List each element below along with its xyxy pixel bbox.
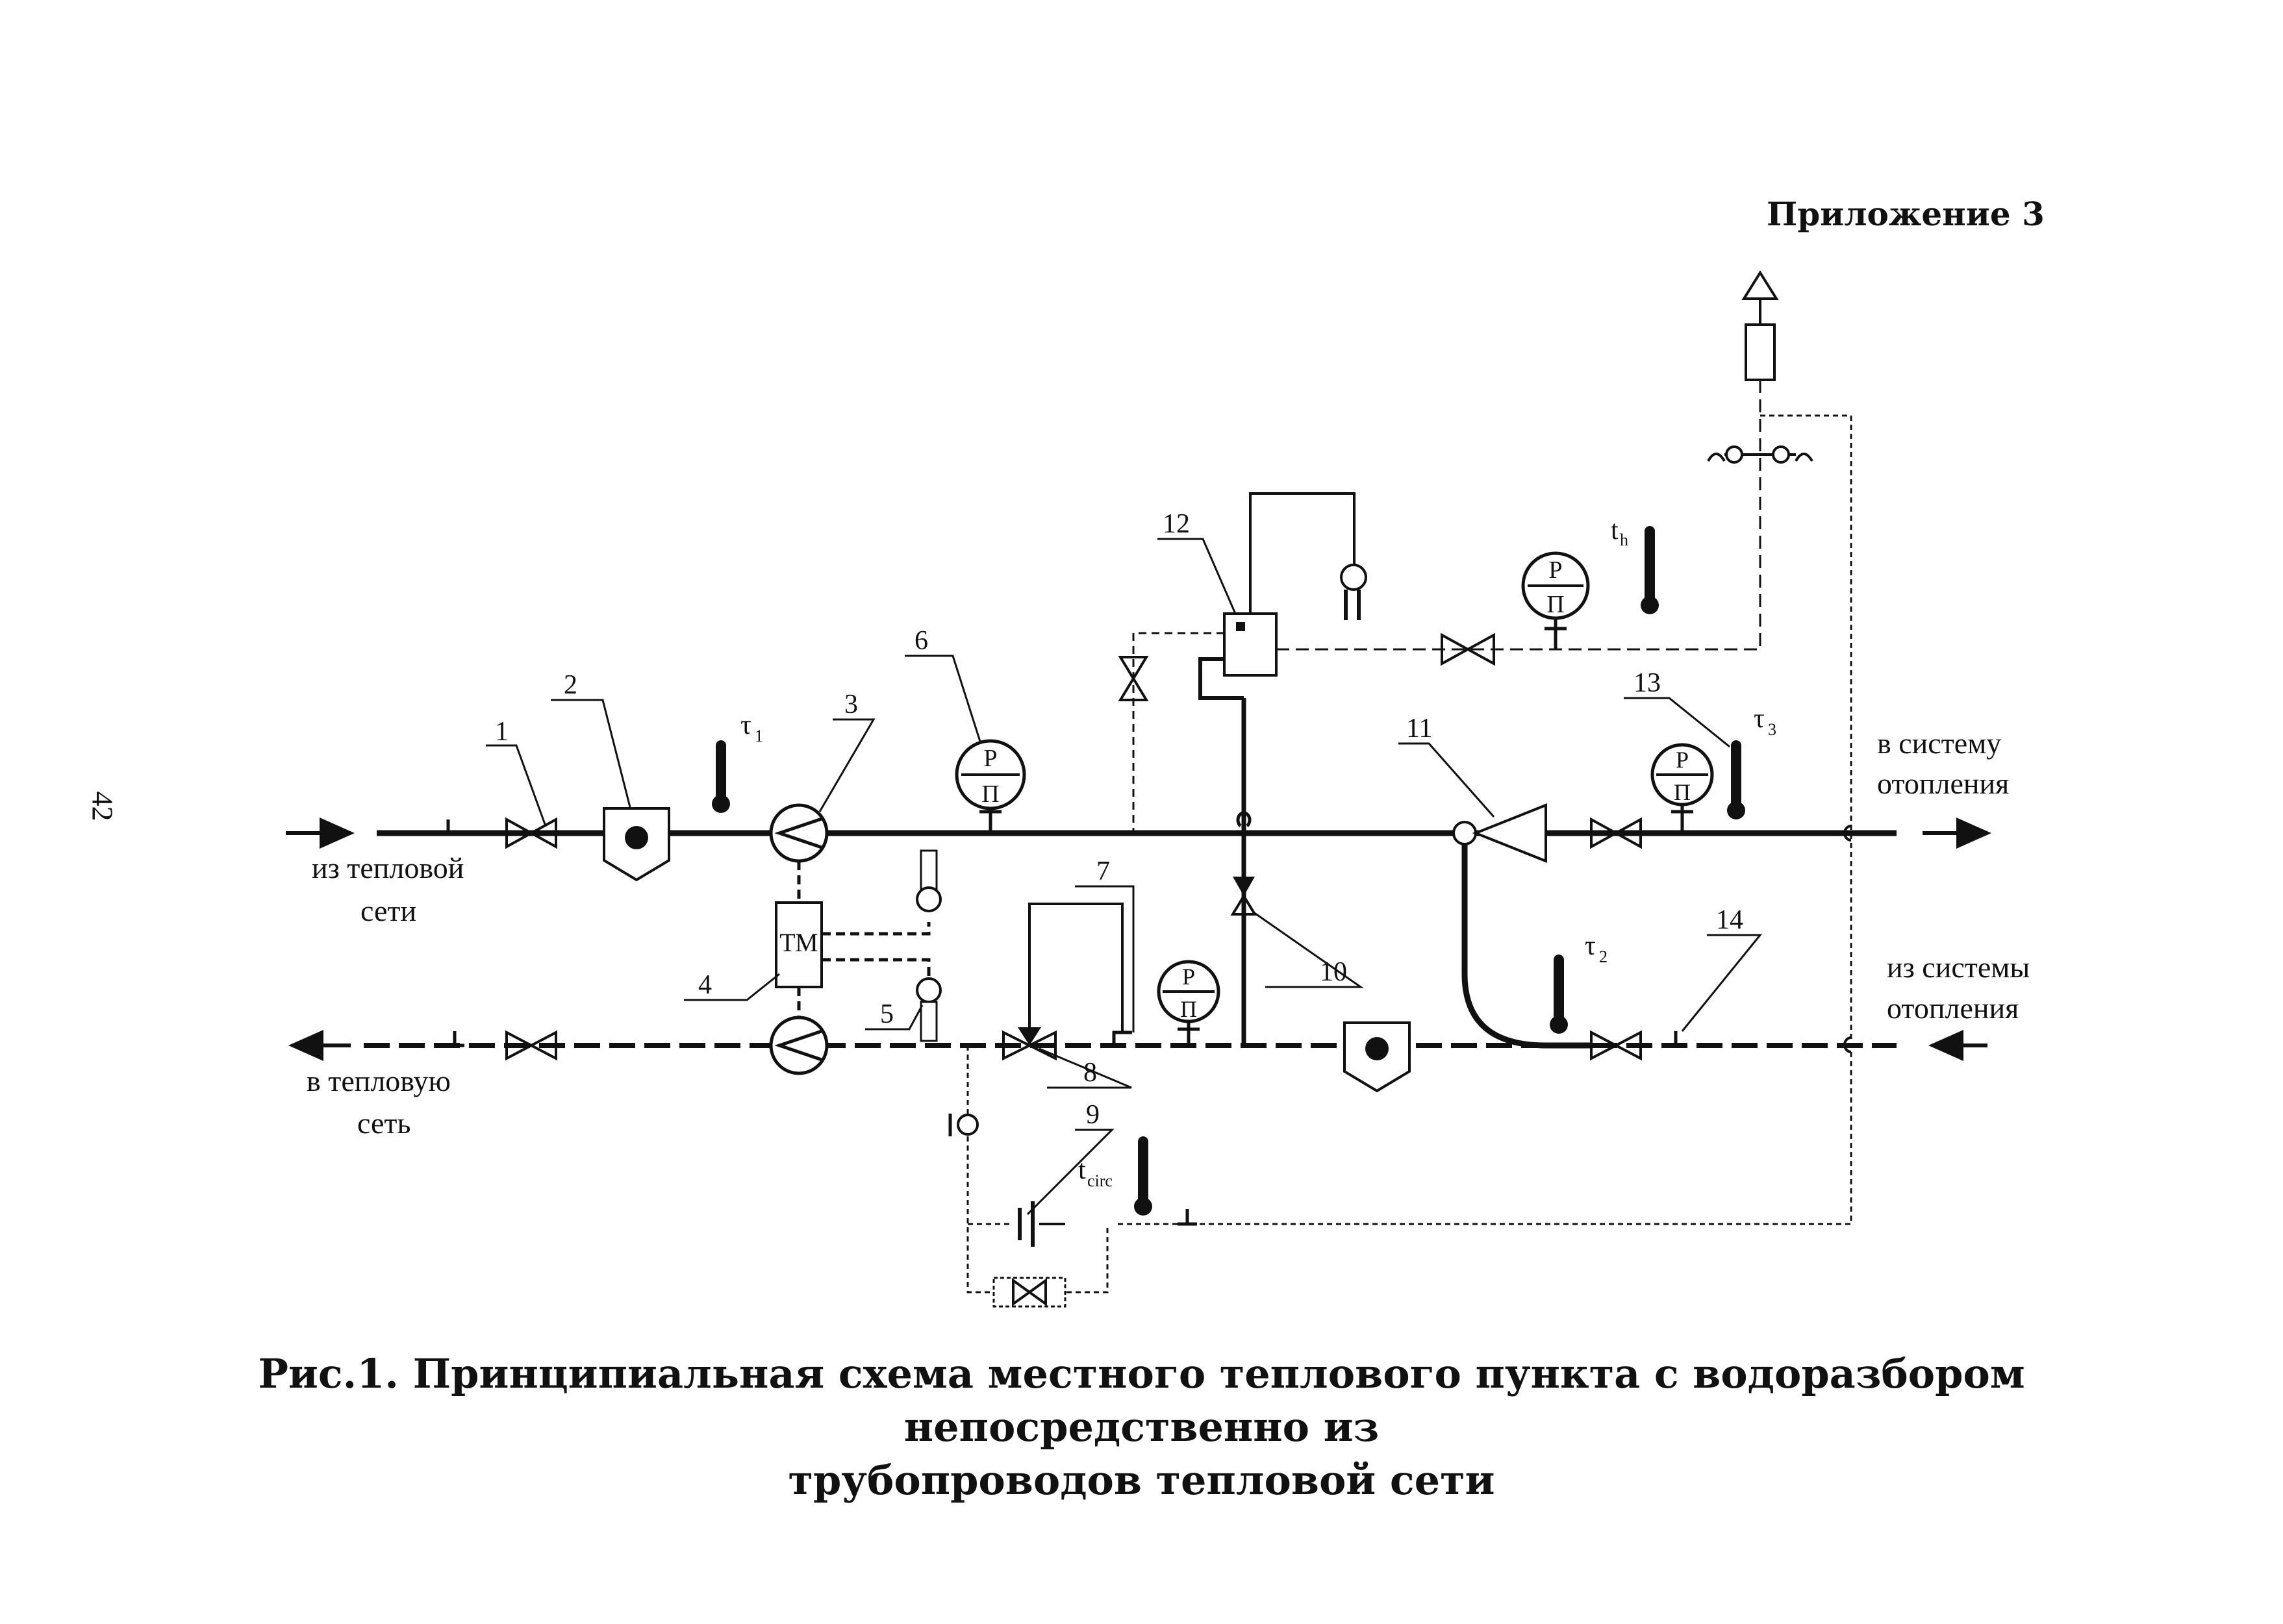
callout-8: 8 — [1083, 1058, 1097, 1088]
mud-trap-2-icon — [603, 807, 670, 882]
from-heating-label-1: из системы — [1887, 951, 2030, 984]
pressure-gauge-hot-water: Р П — [1521, 551, 1590, 649]
mixer-12 — [1198, 492, 1367, 700]
elevator-11-icon — [1452, 803, 1591, 1049]
t1-sub: 1 — [755, 727, 763, 745]
tm-label: ТМ — [779, 928, 818, 957]
from-network-label-2: сети — [360, 894, 416, 927]
callout-10: 10 — [1320, 957, 1347, 987]
valve-1-icon — [505, 817, 557, 849]
gauge-13-label-bottom: П — [1674, 779, 1691, 805]
hot-water-outlet-icon — [1707, 270, 1813, 464]
callout-5: 5 — [880, 999, 894, 1029]
to-heating-label-1: в систему — [1877, 727, 2001, 760]
gauge-13-label-top: Р — [1676, 747, 1689, 773]
gauge-hw-label-top: Р — [1548, 556, 1562, 584]
pressure-gauge-13: Р П — [1650, 743, 1714, 833]
flow-labels: из тепловой сети в тепловую сеть в систе… — [307, 727, 2030, 1140]
temperature-sensor-upper-icon — [916, 849, 942, 912]
sensor-icon — [948, 1114, 979, 1136]
th-label: t — [1611, 516, 1619, 545]
figure-caption: Рис.1. Принципиальная схема местного теп… — [162, 1347, 2121, 1507]
appendix-label: Приложение 3 — [1767, 195, 2045, 233]
flow-meter-3-icon — [769, 803, 829, 863]
gauge-6-label-top: Р — [983, 745, 997, 772]
gauge-6-label-bottom: П — [981, 781, 999, 808]
temperature-sensor-5-icon — [916, 977, 942, 1042]
gauge-hw-label-bottom: П — [1546, 591, 1564, 618]
pressure-gauge-6: Р П — [955, 739, 1026, 833]
t2-sub: 2 — [1599, 947, 1608, 966]
th-sub: h — [1620, 531, 1628, 549]
from-heating-label-2: отопления — [1887, 992, 2019, 1025]
flow-meter-return-icon — [769, 1016, 829, 1075]
callout-11: 11 — [1406, 714, 1432, 743]
callout-3: 3 — [844, 690, 858, 719]
callout-13: 13 — [1633, 668, 1661, 698]
gauge-return-label-bottom: П — [1180, 996, 1197, 1022]
thermometer-t1-icon: τ 1 — [712, 710, 763, 813]
callout-2: 2 — [564, 670, 577, 700]
callout-6: 6 — [914, 626, 928, 656]
caption-line-1: Рис.1. Принципиальная схема местного теп… — [258, 1350, 2025, 1451]
t2-label: τ — [1585, 931, 1596, 961]
return-valve-left-icon — [505, 1030, 557, 1061]
t3-sub: 3 — [1768, 720, 1776, 739]
callout-12: 12 — [1163, 509, 1190, 539]
regulator-8-icon — [1002, 903, 1132, 1061]
callout-7: 7 — [1096, 856, 1110, 886]
check-valve-9-icon — [1018, 1201, 1065, 1247]
to-network-label-2: сеть — [357, 1106, 410, 1140]
thermometer-t2-icon: τ 2 — [1550, 931, 1608, 1034]
vertical-valve-icon — [1118, 656, 1149, 701]
pressure-gauge-return: Р П — [1157, 960, 1220, 1045]
callout-numbers: 1 2 3 4 5 6 7 8 9 10 11 12 13 14 — [495, 509, 1743, 1130]
t3-label: τ — [1754, 704, 1765, 734]
circulation-valve-icon — [992, 1277, 1066, 1308]
heat-meter-tm: ТМ — [775, 901, 823, 988]
t1-label: τ — [740, 710, 751, 740]
to-heating-label-2: отопления — [1877, 767, 2009, 800]
tcirc-sub: circ — [1087, 1171, 1113, 1190]
from-network-label-1: из тепловой — [312, 851, 464, 884]
gauge-return-label-top: Р — [1182, 964, 1195, 990]
hot-water-valve-icon — [1441, 632, 1495, 666]
callout-1: 1 — [495, 717, 509, 747]
callout-9: 9 — [1086, 1100, 1100, 1130]
tap-marks — [438, 819, 1685, 1226]
callout-14: 14 — [1716, 905, 1743, 935]
callout-leaders — [486, 538, 1763, 1216]
to-network-label-1: в тепловую — [307, 1064, 451, 1097]
valve-10-icon — [1230, 877, 1257, 916]
supply-valve-right-icon — [1590, 817, 1642, 849]
thermometer-th-icon: t h — [1611, 516, 1659, 614]
mud-trap-return-icon — [1343, 1021, 1411, 1093]
caption-line-2: трубопроводов тепловой сети — [788, 1456, 1495, 1504]
thermometer-tcirc-icon: t circ — [1078, 1136, 1152, 1216]
callout-4: 4 — [698, 970, 712, 1000]
thermometer-t3-icon: τ 3 — [1727, 704, 1776, 819]
